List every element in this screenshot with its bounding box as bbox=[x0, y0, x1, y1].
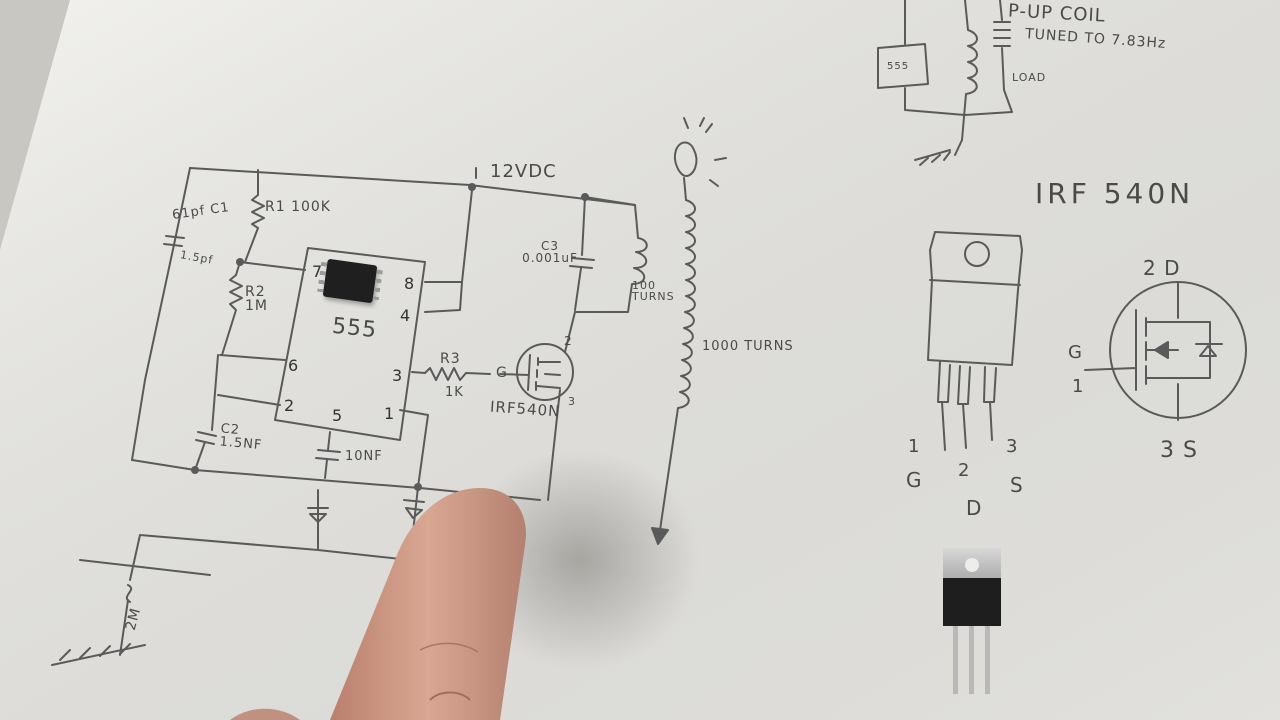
r2-resistor bbox=[221, 261, 243, 356]
symbol-top-label: 2 D bbox=[1143, 256, 1181, 280]
pin-6: 6 bbox=[288, 356, 299, 375]
r1-resistor bbox=[244, 169, 265, 263]
secondary-coil-label: 1000 TURNS bbox=[702, 339, 794, 354]
r3-label: R3 bbox=[440, 351, 461, 367]
pin-2: 2 bbox=[284, 396, 295, 415]
left-rail-wire bbox=[131, 167, 191, 461]
load-label: LOAD bbox=[1012, 71, 1047, 84]
bottom-diode-left bbox=[307, 489, 329, 551]
bulb-icon bbox=[674, 141, 698, 177]
primary-coil-label: 100 TURNS bbox=[632, 279, 675, 303]
pin-3: 3 bbox=[392, 366, 403, 385]
mosfet-diagram-title: IRF 540N bbox=[1035, 177, 1195, 210]
c3-capacitor bbox=[569, 196, 595, 311]
r3-value-label: 1K bbox=[445, 385, 464, 400]
symbol-bottom-label: 3 S bbox=[1160, 438, 1198, 463]
pin-name-d: D bbox=[966, 496, 983, 520]
mosfet-symbol bbox=[516, 343, 574, 401]
pin-5: 5 bbox=[332, 406, 343, 425]
c1-capacitor bbox=[163, 235, 185, 247]
cap-10nf-label: 10NF bbox=[345, 449, 383, 464]
cap-10nf bbox=[315, 431, 341, 479]
pickup-coil-drawing bbox=[877, 0, 1013, 141]
pin-1: 1 bbox=[384, 404, 395, 423]
mosfet-source-pin-label: 3 bbox=[568, 395, 576, 408]
c3-label: C3 0.001uF bbox=[522, 239, 578, 265]
c2-capacitor bbox=[194, 431, 217, 471]
secondary-coil bbox=[659, 177, 696, 531]
pin-number-1: 1 bbox=[908, 436, 921, 457]
symbol-gate-letter: G bbox=[1068, 342, 1083, 363]
pin-number-2: 2 bbox=[958, 460, 971, 481]
mosfet-gate-label: G bbox=[496, 365, 508, 381]
chip-555-box bbox=[274, 247, 426, 441]
pin-name-g: G bbox=[906, 468, 923, 492]
mosfet-drain-pin-label: 2 bbox=[564, 334, 573, 348]
pin-7: 7 bbox=[312, 262, 323, 281]
pickup-555-box-label: 555 bbox=[887, 61, 910, 72]
ground-wiring bbox=[51, 534, 411, 666]
r3-resistor bbox=[411, 367, 529, 381]
to220-package-drawing bbox=[927, 231, 1023, 366]
pin-name-s: S bbox=[1010, 473, 1024, 497]
pin-8: 8 bbox=[404, 274, 415, 293]
r2-label: R2 1M bbox=[245, 284, 268, 314]
pin-4: 4 bbox=[400, 306, 411, 325]
r1-label: R1 100K bbox=[265, 199, 331, 215]
supply-label: 12VDC bbox=[490, 161, 557, 182]
pin-number-3: 3 bbox=[1006, 436, 1019, 457]
symbol-gate-number: 1 bbox=[1072, 376, 1085, 397]
primary-coil bbox=[574, 196, 648, 313]
to220-transistor-photo bbox=[943, 548, 1001, 698]
